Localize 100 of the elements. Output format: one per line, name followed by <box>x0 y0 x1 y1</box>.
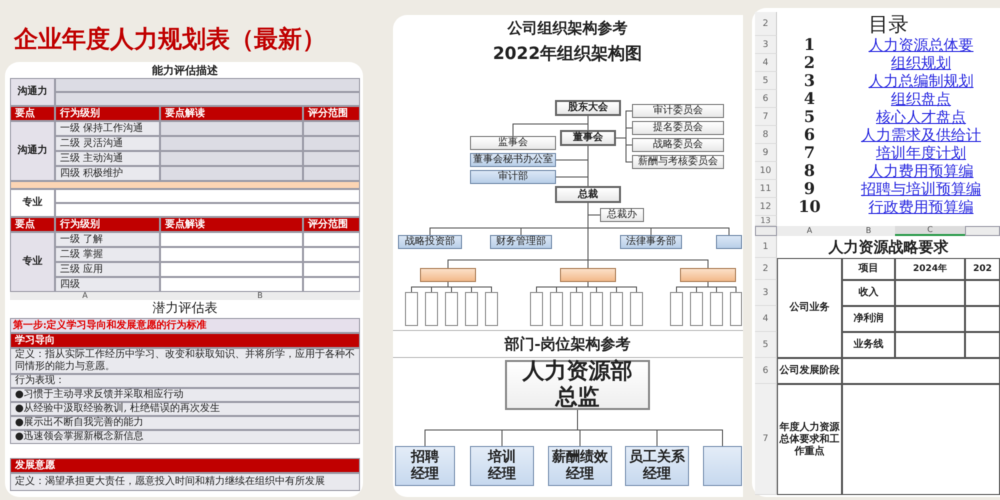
column-header: A <box>777 226 842 236</box>
row-number: 6 <box>755 90 777 108</box>
table-cell: 沟通力 <box>10 78 55 106</box>
org-box: 财务管理部 <box>490 235 552 249</box>
org-box: 董事会秘书办公室 <box>470 153 556 167</box>
org-box: 战略投资部 <box>398 235 462 249</box>
row-number: 7 <box>755 108 777 126</box>
table-title: 人力资源战略要求 <box>827 237 950 258</box>
org-box <box>405 292 418 326</box>
connector-line <box>588 202 708 268</box>
org-box: 总裁办 <box>600 208 644 222</box>
link: 组织规划 <box>890 54 952 72</box>
org-box: 股东大会 <box>555 100 621 116</box>
table-cell: 四级 积极维护 <box>55 166 160 181</box>
org-box <box>530 292 543 326</box>
page-title: 企业年度人力规划表（最新） <box>12 24 327 55</box>
row-number: 5 <box>755 72 777 90</box>
table-cell: 第一步:定义学习导向和发展意愿的行为标准 <box>10 318 360 333</box>
connector-line <box>512 116 588 136</box>
table-cell: ●迅速领会掌握新概念新信息 <box>10 430 360 444</box>
table-header: 项目 <box>842 258 895 280</box>
column-header: B <box>842 226 895 236</box>
table-title: 目录 <box>868 12 910 36</box>
row-number: 1 <box>755 236 777 258</box>
table-header: 评分范围 <box>303 106 360 121</box>
table-header: 行为级别 <box>55 217 160 232</box>
chart-title: 2022年组织架构图 <box>492 43 644 66</box>
table-cell-text: 8 <box>802 162 816 180</box>
link: 招聘与培训预算编 <box>860 180 982 198</box>
table-cell: 公司业务 <box>777 258 842 358</box>
row-number: 5 <box>755 332 777 358</box>
table-title: 潜力评估表 <box>152 300 218 318</box>
org-box: 监事会 <box>470 136 556 150</box>
table-cell: ●从经验中汲取经验教训, 杜绝错误的再次发生 <box>10 402 360 416</box>
org-box <box>670 292 683 326</box>
org-box: 审计委员会 <box>632 104 724 118</box>
org-box: 审计部 <box>470 170 556 184</box>
org-box: 总裁 <box>555 186 621 203</box>
table-header: 行为级别 <box>55 106 160 121</box>
column-header: A <box>10 292 160 300</box>
org-box: 法律事务部 <box>620 235 682 249</box>
org-box <box>680 268 736 282</box>
row-number: 4 <box>755 54 777 72</box>
link: 核心人才盘点 <box>875 108 967 126</box>
table-cell: 二级 掌握 <box>55 247 160 262</box>
table-cell: 行为表现： <box>10 374 360 388</box>
org-box: 员工关系经理 <box>625 446 689 486</box>
row-number: 2 <box>755 12 777 36</box>
table-header: 202 <box>965 258 1000 280</box>
org-box <box>425 292 438 326</box>
table-cell: 一级 保持工作沟通 <box>55 121 160 136</box>
org-box <box>445 292 458 326</box>
org-box <box>703 446 742 486</box>
table-title: 能力评估描述 <box>151 64 219 78</box>
table-cell-text: 10 <box>797 198 822 216</box>
connector-line <box>577 410 723 446</box>
org-box: 董事会 <box>560 130 616 146</box>
table-header: 要点解读 <box>160 106 303 121</box>
table-cell: 一级 了解 <box>55 232 160 247</box>
table-cell: 三级 应用 <box>55 262 160 277</box>
org-box: 招聘经理 <box>395 446 455 486</box>
table-cell: 定义：渴望承担更大责任，愿意投入时间和精力继续在组织中有所发展 <box>10 473 360 491</box>
link: 培训年度计划 <box>875 144 967 162</box>
table-header: 要点解读 <box>160 217 303 232</box>
table-cell: 专业 <box>10 189 55 217</box>
org-box <box>485 292 498 326</box>
org-box: 战略委员会 <box>632 138 724 152</box>
table-cell-text: 7 <box>802 144 816 162</box>
table-header: 要点 <box>10 217 55 232</box>
table-cell: 三级 主动沟通 <box>55 151 160 166</box>
table-cell: ●习惯于主动寻求反馈并采取相应行动 <box>10 388 360 402</box>
org-box <box>420 268 476 282</box>
table-cell: 定义：指从实际工作经历中学习、改变和获取知识、并将所学，应用于各种不同情形的能力与意愿。 <box>10 348 360 374</box>
org-box <box>610 292 623 326</box>
org-box <box>690 292 703 326</box>
row-number: 7 <box>755 384 777 495</box>
table-cell: 公司发展阶段 <box>777 358 842 384</box>
org-box: 培训经理 <box>470 446 534 486</box>
org-box: 薪酬与考核委员会 <box>632 155 724 169</box>
link: 行政费用预算编 <box>868 198 974 216</box>
table-header: 发展意愿 <box>10 458 360 473</box>
table-cell-text: 5 <box>802 108 816 126</box>
row-number: 13 <box>755 216 777 226</box>
table-cell-text: 1 <box>802 36 816 54</box>
connector-line <box>708 282 736 292</box>
table-cell-text: 9 <box>802 180 816 198</box>
org-box: 人力资源部总监 <box>505 360 650 410</box>
row-number: 6 <box>755 358 777 384</box>
link: 人力需求及供给计 <box>860 126 982 144</box>
link: 人力费用预算编 <box>868 162 974 180</box>
table-header: 2024年 <box>895 258 965 280</box>
table-cell: ●展示出不断自我完善的能力 <box>10 416 360 430</box>
row-number: 9 <box>755 144 777 162</box>
row-number: 12 <box>755 198 777 216</box>
row-number: 10 <box>755 162 777 180</box>
org-box <box>560 268 616 282</box>
org-box <box>465 292 478 326</box>
table-cell-text: 4 <box>802 90 816 108</box>
org-box <box>710 292 723 326</box>
link: 人力资源总体要 <box>868 36 974 54</box>
